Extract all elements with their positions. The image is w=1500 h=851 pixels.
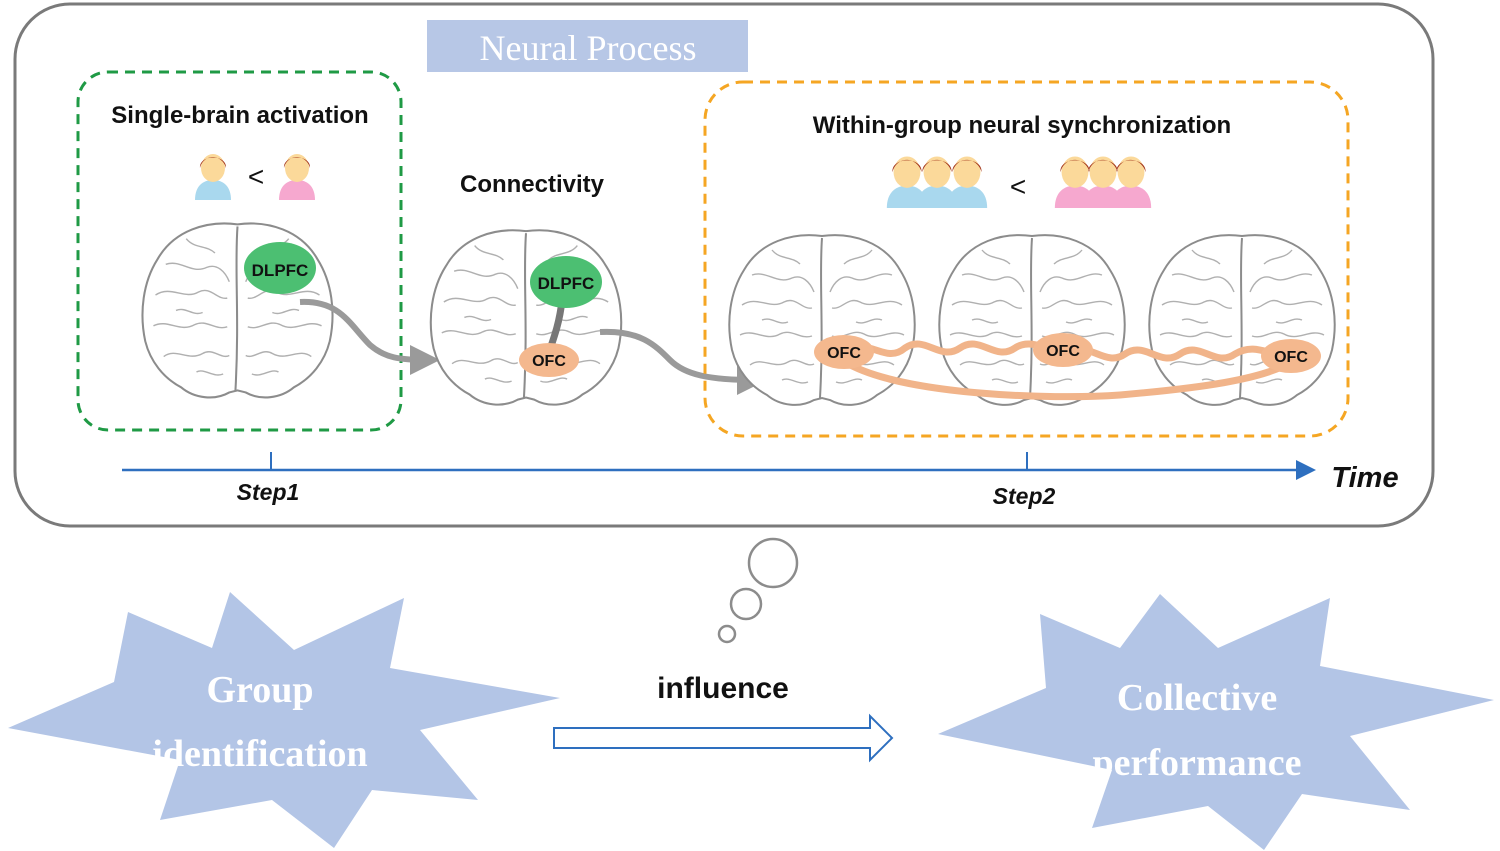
dlpfc-region <box>530 256 602 308</box>
left-burst-line1: Group <box>206 669 313 711</box>
flow-arrow <box>299 298 440 375</box>
step2-label: Within-group neural synchronization <box>813 112 1231 139</box>
ofc-region <box>519 343 579 377</box>
pink-group <box>1054 156 1152 208</box>
sync-link <box>843 340 1063 357</box>
burst-shape-icon <box>938 594 1494 850</box>
ofc-region <box>1033 333 1093 367</box>
connectivity-label: Connectivity <box>460 171 605 198</box>
step2-region-label: OFC <box>1274 349 1308 366</box>
thought-bubble-icon <box>717 537 799 644</box>
connectivity-bottom-region-label: OFC <box>532 353 566 370</box>
panel-title: Neural Process <box>480 28 697 68</box>
ofc-region <box>1261 339 1321 373</box>
sync-link <box>1063 345 1291 362</box>
step2-region-label: OFC <box>827 345 861 362</box>
right-burst-line2: performance <box>1093 742 1302 784</box>
step1-compare-symbol: < <box>248 161 264 192</box>
hollow-arrow-icon <box>553 713 894 763</box>
step2-compare-symbol: < <box>1010 171 1026 202</box>
step2-box <box>703 80 1350 438</box>
dlpfc-region <box>244 242 316 294</box>
left-burst-line2: identification <box>152 733 367 775</box>
step2-region-label: OFC <box>1046 343 1080 360</box>
brain-icon <box>938 234 1126 406</box>
influence-label: influence <box>657 672 789 705</box>
blue-group <box>886 156 988 208</box>
brain-icon <box>429 229 623 406</box>
panel-title-bg <box>427 20 748 72</box>
sync-link <box>843 358 1294 401</box>
flow-arrow <box>599 328 767 395</box>
right-burst-line1: Collective <box>1117 677 1277 719</box>
step1-timeline-label: Step1 <box>237 479 300 505</box>
time-axis-label: Time <box>1331 462 1398 494</box>
ofc-region <box>814 335 874 369</box>
step1-box <box>76 70 403 432</box>
burst-shape-icon <box>8 592 560 848</box>
step1-label: Single-brain activation <box>111 102 368 129</box>
step1-region-label: DLPFC <box>252 261 309 280</box>
step2-timeline-label: Step2 <box>993 483 1056 509</box>
connectivity-top-region-label: DLPFC <box>538 274 595 293</box>
